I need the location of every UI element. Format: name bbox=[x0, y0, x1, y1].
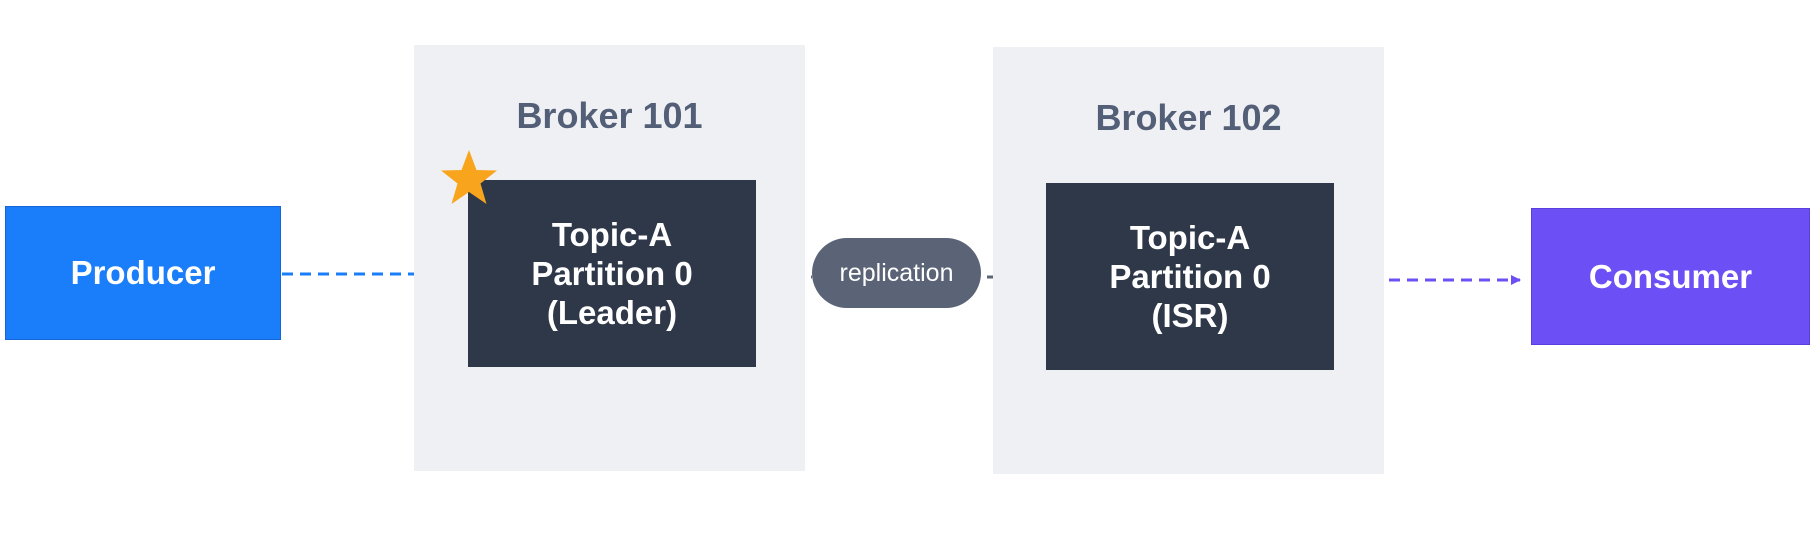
isr-partition-line2: Partition 0 bbox=[1109, 258, 1271, 295]
producer-label: Producer bbox=[70, 254, 216, 291]
consumer-label: Consumer bbox=[1588, 257, 1753, 295]
star-icon bbox=[441, 150, 497, 204]
isr-partition-line3: (ISR) bbox=[1151, 297, 1229, 334]
isr-partition-line1: Topic-A bbox=[1129, 219, 1251, 256]
broker-101-title: Broker 101 bbox=[516, 95, 703, 136]
isr-partition-box: Topic-A Partition 0 (ISR) bbox=[1046, 183, 1334, 370]
leader-partition-line1: Topic-A bbox=[551, 216, 673, 253]
broker-102-title: Broker 102 bbox=[1095, 97, 1282, 138]
leader-partition-line3: (Leader) bbox=[546, 294, 678, 331]
replication-label: replication bbox=[839, 258, 954, 287]
leader-partition-box: Topic-A Partition 0 (Leader) bbox=[468, 180, 756, 367]
producer-box: Producer bbox=[5, 206, 281, 340]
replication-pill: replication bbox=[812, 238, 981, 308]
consumer-box: Consumer bbox=[1531, 208, 1810, 345]
leader-partition-line2: Partition 0 bbox=[531, 255, 693, 292]
